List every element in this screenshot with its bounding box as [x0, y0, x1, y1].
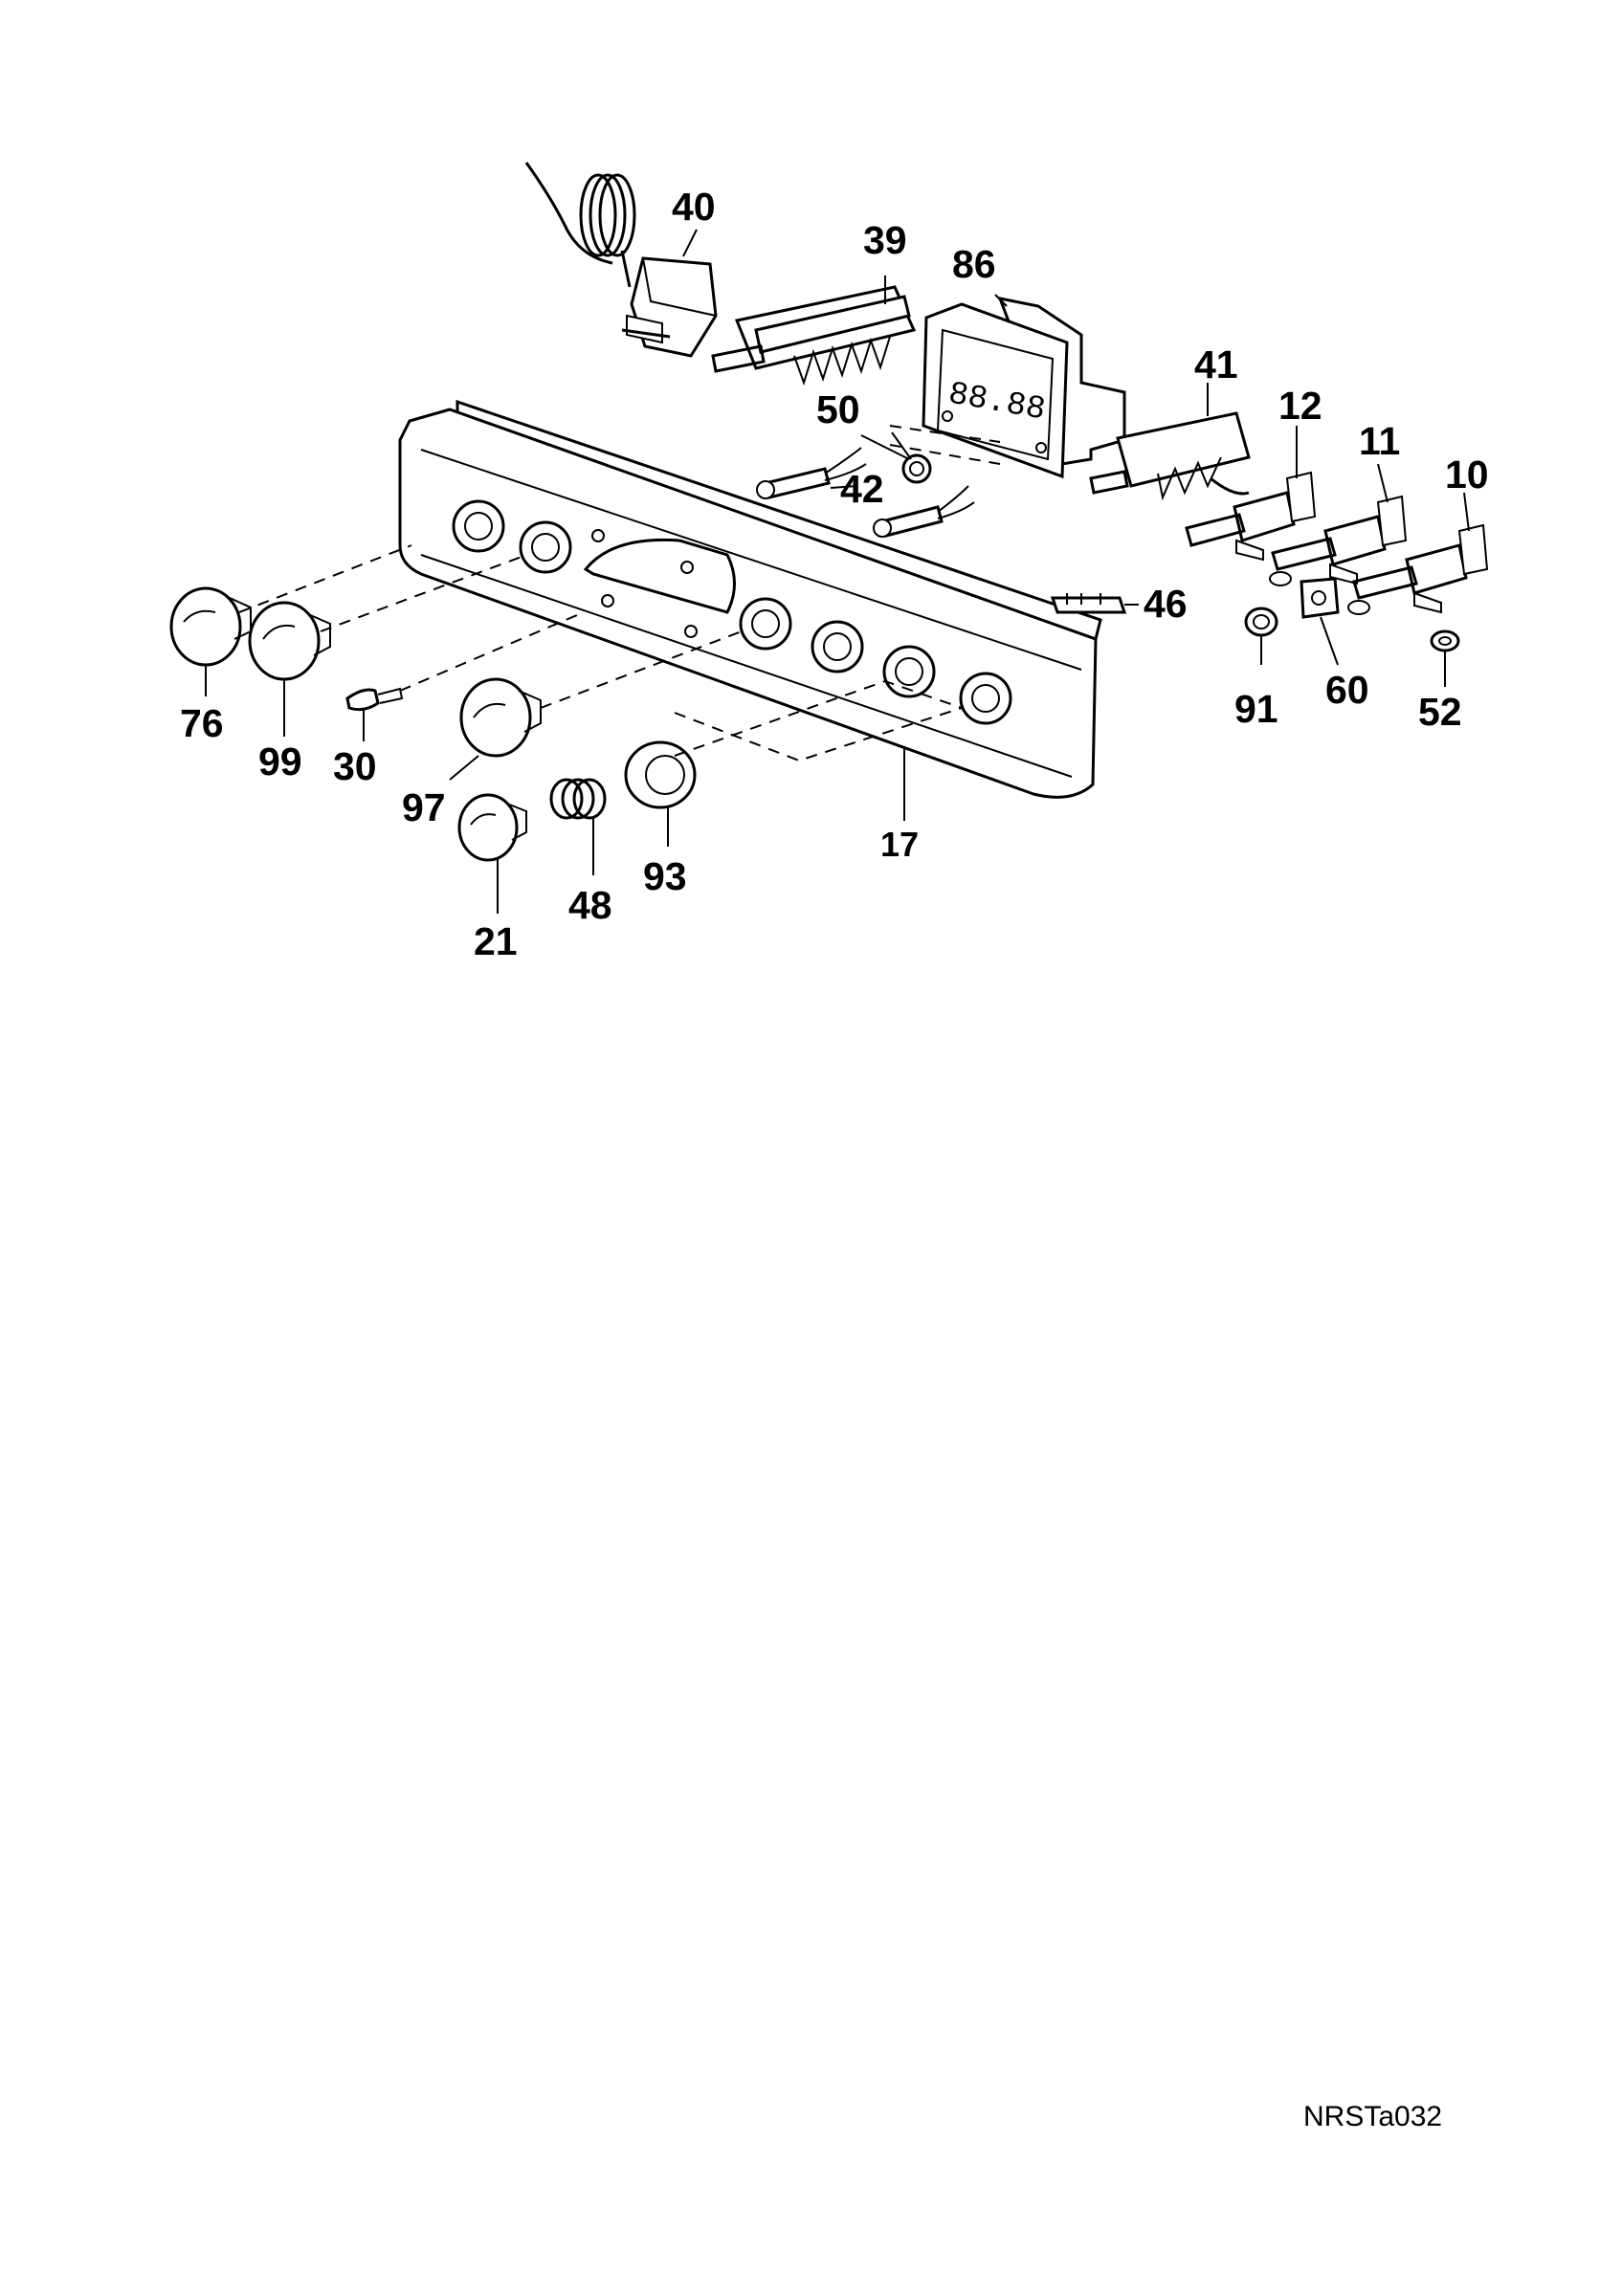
callout-48: 48 — [568, 883, 612, 927]
gas-tap-12 — [1185, 471, 1317, 562]
callout-93: 93 — [643, 854, 687, 898]
callout-97: 97 — [402, 785, 446, 829]
callout-76: 76 — [180, 701, 224, 745]
callout-86: 86 — [952, 242, 996, 286]
callout-99: 99 — [258, 740, 302, 784]
callout-10: 10 — [1445, 453, 1489, 497]
leader-lines — [205, 229, 1470, 914]
callout-30: 30 — [333, 744, 377, 788]
thermostat — [524, 162, 718, 358]
callout-50: 50 — [816, 387, 860, 431]
knob-99 — [248, 601, 331, 681]
callout-52: 52 — [1418, 690, 1462, 734]
switch-41 — [1089, 411, 1251, 501]
callout-11: 11 — [1359, 419, 1400, 463]
assembly-lines — [238, 425, 1001, 762]
callout-41: 41 — [1194, 342, 1238, 386]
callout-46: 46 — [1144, 582, 1188, 626]
drawing-reference: NRSTa032 — [1303, 2101, 1442, 2132]
bush-91 — [1244, 607, 1278, 637]
callout-91: 91 — [1234, 687, 1278, 731]
bracket-46 — [1050, 593, 1127, 614]
callout-60: 60 — [1325, 668, 1369, 712]
rivet-30 — [345, 687, 404, 712]
electronic-timer: 88.88 — [922, 296, 1126, 479]
knob-76 — [169, 586, 252, 667]
callout-42: 42 — [840, 467, 884, 511]
microswitch-60 — [1269, 571, 1370, 619]
gas-tap-10 — [1352, 523, 1489, 614]
callout-21: 21 — [474, 919, 518, 963]
pilot-lamps — [756, 434, 975, 538]
spring-48 — [549, 778, 607, 820]
callout-17: 17 — [880, 825, 919, 864]
knob-21 — [457, 793, 527, 862]
knob-97 — [459, 677, 542, 758]
selector-switch — [711, 285, 917, 386]
callout-39: 39 — [863, 218, 907, 262]
callout-labels: 40 39 86 41 12 11 10 50 42 46 91 60 52 7… — [180, 185, 1489, 963]
washer-52 — [1430, 629, 1460, 652]
callout-40: 40 — [672, 185, 716, 229]
gas-tap-11 — [1271, 495, 1408, 585]
callout-12: 12 — [1278, 384, 1322, 428]
control-panel — [398, 399, 1102, 799]
bezel-93 — [624, 740, 697, 809]
